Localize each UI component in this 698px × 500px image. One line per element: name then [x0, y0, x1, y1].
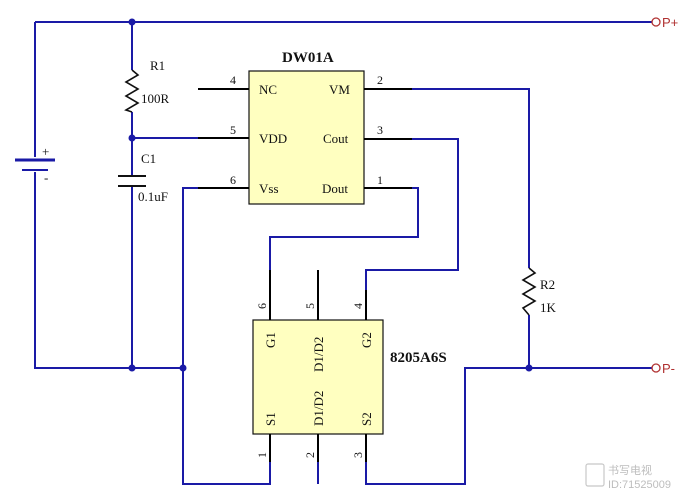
battery-plus-label: + — [42, 144, 49, 159]
mosfet-pin-label: S1 — [263, 412, 278, 426]
dw01a-pin-num: 2 — [377, 73, 383, 87]
mosfet-pin-num: 4 — [351, 303, 365, 309]
resistor-r1: R1 100R — [124, 58, 170, 113]
mosfet-body — [252, 319, 384, 435]
battery-minus-label: - — [44, 170, 48, 185]
mosfet-pin-num: 3 — [351, 452, 365, 458]
junction-dot — [179, 364, 187, 372]
dw01a-pin-num: 3 — [377, 123, 383, 137]
c1-value: 0.1uF — [138, 189, 168, 204]
dw01a-pin-label: Dout — [322, 181, 348, 196]
junction-dot — [128, 18, 136, 26]
wire-cout — [365, 138, 459, 290]
r1-value: 100R — [141, 91, 170, 106]
mosfet-pin-label: S2 — [359, 412, 374, 426]
terminal-p-minus-label: P- — [662, 361, 675, 376]
resistor-r2: R2 1K — [521, 267, 557, 316]
dw01a-pin-label: VDD — [259, 131, 287, 146]
mosfet-pin-num: 1 — [255, 452, 269, 458]
junction-dot — [128, 364, 136, 372]
mosfet-pin-label: D1/D2 — [311, 391, 326, 426]
dw01a-pin-num: 4 — [230, 73, 236, 87]
mosfet-pin-label: G2 — [359, 332, 374, 348]
wire-vss — [182, 187, 271, 485]
dw01a-pin-num: 5 — [230, 123, 236, 137]
dw01a-pin-label: NC — [259, 82, 277, 97]
watermark-line1: 书写电视 — [608, 463, 652, 477]
dw01a-pin-label: VM — [329, 82, 350, 97]
terminal-p-minus: P- — [651, 361, 675, 376]
chip-dw01a: DW01A 4 NC 5 VDD 6 Vss 2 VM 3 Cout 1 Dou… — [198, 50, 412, 205]
mosfet-pin-label: G1 — [263, 332, 278, 348]
mosfet-title: 8205A6S — [390, 350, 447, 366]
junction-dot — [128, 134, 136, 142]
dw01a-pin-num: 1 — [377, 173, 383, 187]
watermark-logo-icon — [585, 463, 605, 487]
watermark: 书写电视 ID:71525009 — [585, 463, 671, 491]
capacitor-c1: C1 0.1uF — [118, 151, 168, 204]
junctions — [128, 18, 533, 372]
terminal-p-plus-label: P+ — [662, 15, 678, 30]
wire-vm — [412, 88, 530, 268]
terminal-p-plus: P+ — [651, 15, 678, 30]
watermark-line2: ID:71525009 — [608, 479, 671, 491]
mosfet-pin-num: 6 — [255, 303, 269, 309]
r2-name: R2 — [540, 277, 555, 292]
mosfet-pin-num: 2 — [303, 452, 317, 458]
mosfet-pin-label: D1/D2 — [311, 337, 326, 372]
dw01a-pin-label: Cout — [323, 131, 349, 146]
wire-dout — [269, 187, 419, 270]
mosfet-pin-num: 5 — [303, 303, 317, 309]
dw01a-pin-num: 6 — [230, 173, 236, 187]
r1-name: R1 — [150, 58, 165, 73]
battery-symbol: + - — [15, 144, 55, 185]
r2-value: 1K — [540, 300, 557, 315]
dw01a-pin-label: Vss — [259, 181, 279, 196]
chip-8205a6s: 8205A6S 6 5 4 G1 D1/D2 G2 S1 D1/D2 S2 1 … — [252, 270, 447, 462]
dw01a-body — [248, 70, 365, 205]
c1-name: C1 — [141, 151, 156, 166]
dw01a-title: DW01A — [282, 50, 334, 66]
junction-dot — [525, 364, 533, 372]
